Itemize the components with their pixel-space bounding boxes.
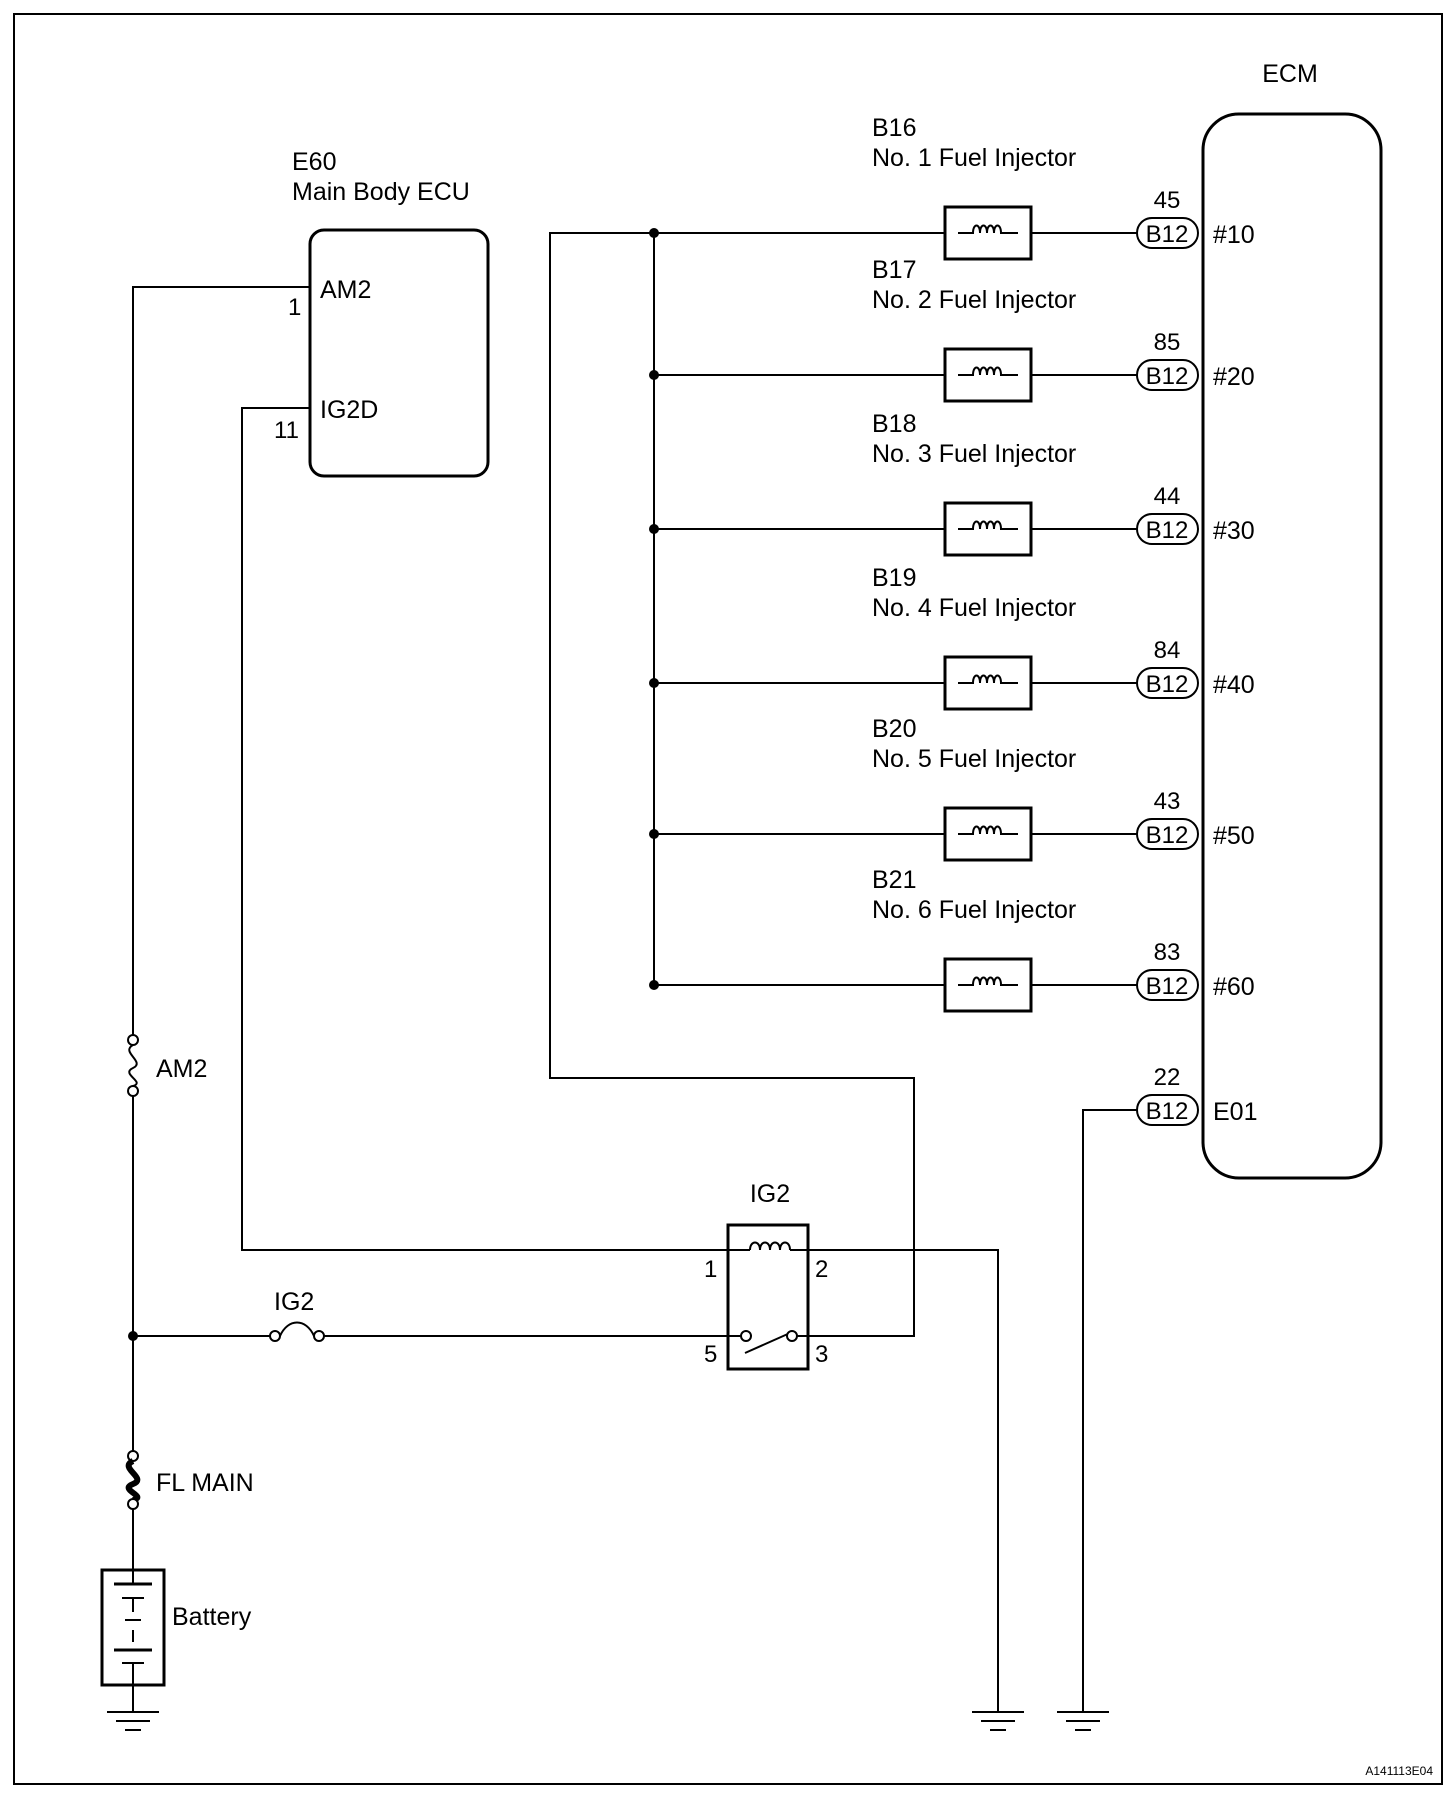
- am2-fuse-icon: [127, 1034, 139, 1097]
- power-wires: [132, 286, 728, 1712]
- injector-coil-icon: [958, 976, 1018, 986]
- relay-wires: [549, 232, 1130, 1712]
- ecm-terminal-label: #30: [1213, 517, 1255, 545]
- ig2-fuse-icon: [269, 1321, 325, 1342]
- relay-pin1: 1: [704, 1256, 717, 1283]
- ecm-connector-pill: [1136, 513, 1199, 545]
- ecm-pin-number: 43: [1154, 788, 1181, 815]
- ecm-ground-pin: 22: [1154, 1064, 1181, 1091]
- injector-name: No. 1 Fuel Injector: [872, 144, 1076, 172]
- junction-dot: [649, 370, 659, 380]
- ecm-pin-number: 84: [1154, 637, 1181, 664]
- ecm-ground-connection: [1082, 1094, 1199, 1712]
- injector-name: No. 3 Fuel Injector: [872, 440, 1076, 468]
- relay-pin5: 5: [704, 1341, 717, 1368]
- ecm-connector-pill: [1136, 969, 1199, 1001]
- ecm-connector-label: B12: [1146, 973, 1189, 1000]
- ecm-connector-pill: [1136, 217, 1199, 249]
- injector-connector: B20: [872, 715, 916, 743]
- ecm-terminal-label: #50: [1213, 822, 1255, 850]
- battery-label: Battery: [172, 1603, 252, 1631]
- am2-fuse-label: AM2: [156, 1055, 207, 1083]
- ig2-fuse-label: IG2: [274, 1288, 314, 1316]
- junction-dot: [649, 524, 659, 534]
- junction-dot: [128, 1331, 138, 1341]
- ecm-connector-label: B12: [1146, 363, 1189, 390]
- injector-coil-icon: [958, 366, 1018, 376]
- ig2-relay-box: [726, 1223, 810, 1371]
- body-ecu-pin11-num: 11: [274, 417, 299, 444]
- battery-icon: [100, 1568, 166, 1687]
- injector-name: No. 5 Fuel Injector: [872, 745, 1076, 773]
- body-ecu-pin1-num: 1: [288, 294, 301, 321]
- ecm-connector-label: B12: [1146, 517, 1189, 544]
- ecm-terminal-label: #10: [1213, 221, 1255, 249]
- injector-coil-icon: [958, 224, 1018, 234]
- junction-dot: [649, 228, 659, 238]
- ig2-relay-label: IG2: [750, 1180, 790, 1208]
- relay-pin2: 2: [815, 1256, 828, 1283]
- injector-name: No. 6 Fuel Injector: [872, 896, 1076, 924]
- body-ecu-name: Main Body ECU: [292, 178, 470, 206]
- figure-id: A141113E04: [1365, 1764, 1433, 1778]
- injector-coil-icon: [958, 825, 1018, 835]
- injector-connector: B17: [872, 256, 916, 284]
- injector-connector: B16: [872, 114, 916, 142]
- relay-pin3: 3: [815, 1341, 828, 1368]
- ecm-terminal-label: #60: [1213, 973, 1255, 1001]
- injector-name: No. 2 Fuel Injector: [872, 286, 1076, 314]
- injector-connector: B18: [872, 410, 916, 438]
- ecm-pin-number: 83: [1154, 939, 1181, 966]
- ground-icon: [1057, 1711, 1109, 1731]
- body-ecu-box: [308, 228, 490, 478]
- relay-switch-icon: [728, 1330, 808, 1354]
- body-ecu-connector: E60: [292, 148, 336, 176]
- junction-dot: [649, 678, 659, 688]
- injector-coil-icon: [958, 674, 1018, 684]
- ecm-ground-terminal: E01: [1213, 1098, 1257, 1126]
- body-ecu-pin11-name: IG2D: [320, 396, 378, 424]
- ecm-connector-label: B12: [1146, 671, 1189, 698]
- ecm-connector-pill: [1136, 667, 1199, 699]
- ecm-connector-pill: [1136, 359, 1199, 391]
- junction-dot: [649, 980, 659, 990]
- ecm-box: [1201, 112, 1383, 1180]
- ecm-connector-label: B12: [1146, 221, 1189, 248]
- ecm-title: ECM: [1262, 60, 1318, 88]
- ecm-pin-number: 85: [1154, 329, 1181, 356]
- junction-dot: [649, 829, 659, 839]
- injector-name: No. 4 Fuel Injector: [872, 594, 1076, 622]
- ecm-pin-number: 45: [1154, 187, 1181, 214]
- ground-icon: [107, 1711, 159, 1731]
- ecm-connector-pill: [1136, 818, 1199, 850]
- injector-coil-icon: [958, 520, 1018, 530]
- relay-coil-icon: [728, 1241, 808, 1251]
- injector-connector: B21: [872, 866, 916, 894]
- body-ecu-pin1-name: AM2: [320, 276, 371, 304]
- diagram-frame: [13, 13, 1443, 1785]
- ecm-ground-connector: B12: [1146, 1098, 1189, 1125]
- ecm-pin-number: 44: [1154, 483, 1181, 510]
- ground-icon: [972, 1711, 1024, 1731]
- fl-main-fuse-label: FL MAIN: [156, 1469, 254, 1497]
- fl-main-fuse-icon: [125, 1450, 141, 1510]
- ecm-connector-label: B12: [1146, 822, 1189, 849]
- ecm-terminal-label: #40: [1213, 671, 1255, 699]
- ecm-terminal-label: #20: [1213, 363, 1255, 391]
- injector-connector: B19: [872, 564, 916, 592]
